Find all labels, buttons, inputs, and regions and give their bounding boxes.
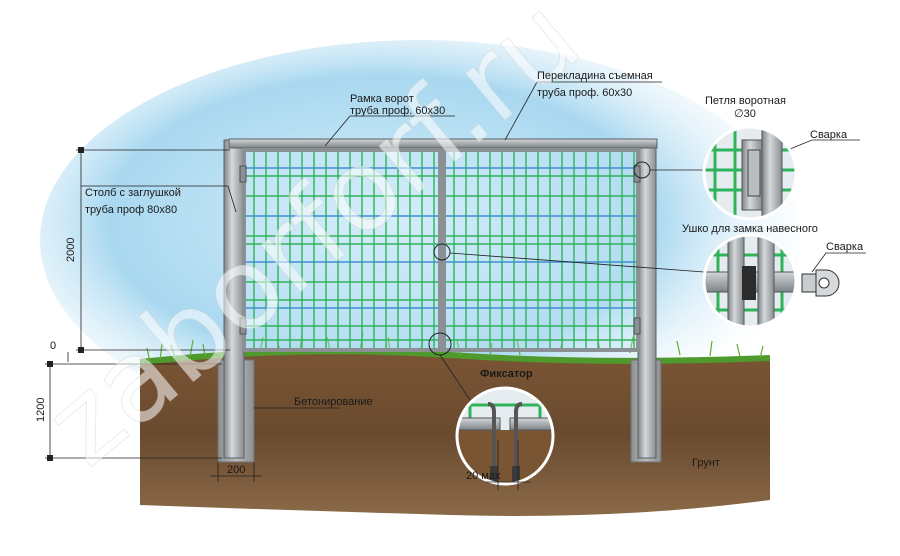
soil-label: Грунт xyxy=(692,457,720,469)
dim-tick xyxy=(47,361,53,367)
hinge-bottom-right xyxy=(633,317,641,335)
gap-dimension xyxy=(486,440,530,490)
gate-leaves xyxy=(242,148,640,352)
lock-ear-marker xyxy=(433,243,451,261)
hinge-top-right xyxy=(633,165,641,183)
post-spec: труба проф 80х80 xyxy=(85,204,177,216)
dim-tick xyxy=(47,455,53,461)
dim-tick xyxy=(78,147,84,153)
lock-ear-part xyxy=(801,269,840,297)
dim-tick xyxy=(78,347,84,353)
lock-ear-label: Ушко для замка навесного xyxy=(682,223,818,235)
detail-lock-ear xyxy=(702,233,798,329)
leader-lines xyxy=(81,81,866,409)
hinge-size: ∅30 xyxy=(734,108,756,120)
post-title: Столб с заглушкой xyxy=(85,187,181,199)
height-dimension: 2000 xyxy=(65,238,77,262)
depth-dimension: 1200 xyxy=(35,398,47,422)
hinge-top-left xyxy=(239,165,247,183)
crossbar-spec: труба проф. 60х30 xyxy=(537,87,632,99)
concrete-label: Бетонирование xyxy=(294,396,373,408)
gap-label: 20 мах xyxy=(466,470,501,482)
latch-label: Фиксатор xyxy=(480,368,533,380)
dimension-lines xyxy=(45,149,262,482)
zero-mark: 0 xyxy=(50,340,56,352)
weld-label-1: Сварка xyxy=(810,129,848,141)
weld-label-2: Сварка xyxy=(826,241,864,253)
post-right xyxy=(637,139,657,459)
frame-spec: труба проф. 60х30 xyxy=(350,105,445,117)
frame-title: Рамка ворот xyxy=(350,93,414,105)
hole-width: 200 xyxy=(227,464,245,476)
crossbar-title: Перекладина съемная xyxy=(537,70,653,82)
detail-hinge xyxy=(702,125,798,221)
hinge-title: Петля воротная xyxy=(705,95,786,107)
hinge-bottom-left xyxy=(239,317,247,335)
